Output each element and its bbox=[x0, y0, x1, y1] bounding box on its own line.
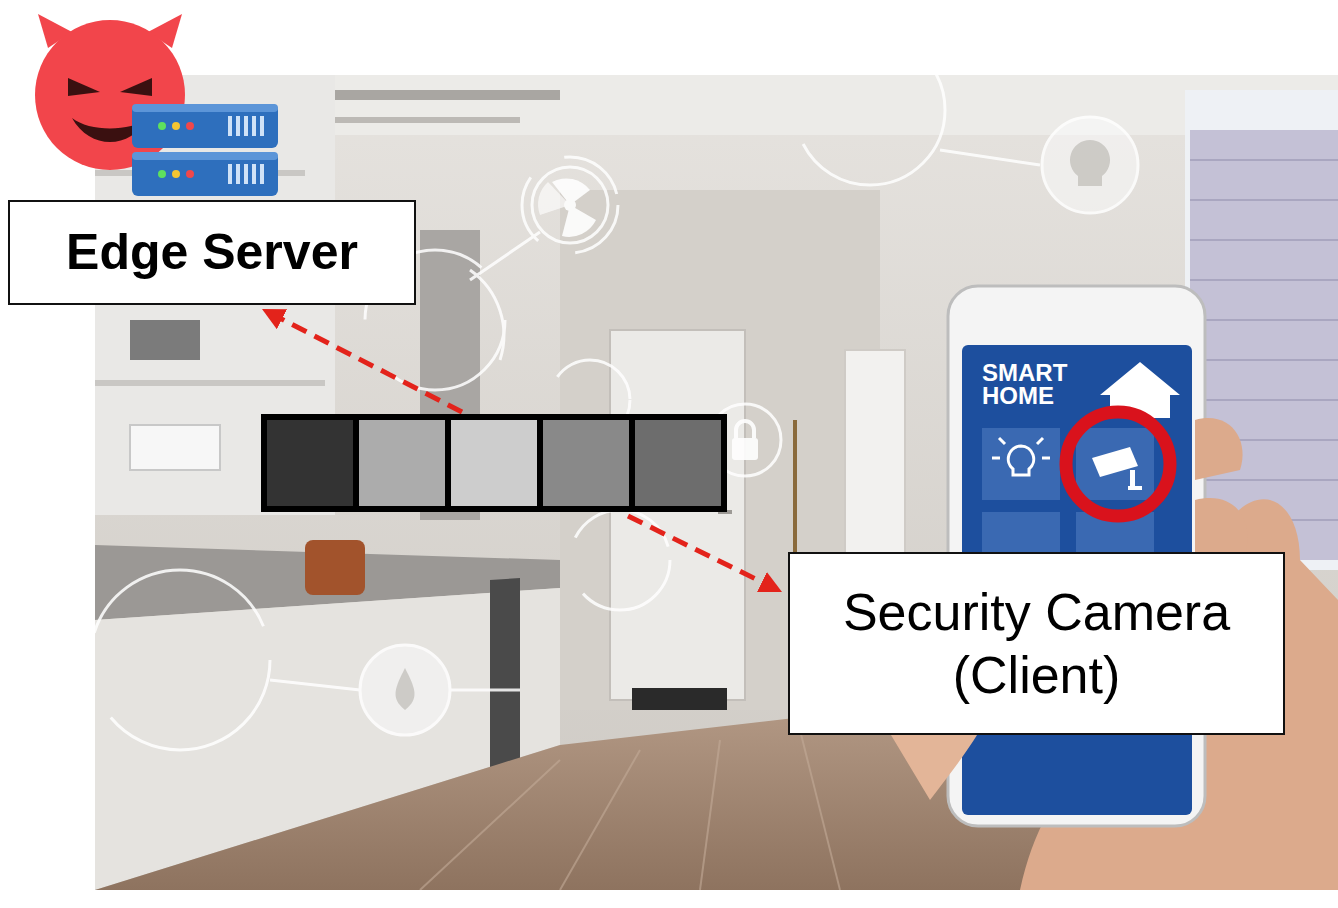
dashed-arrow bbox=[266, 311, 462, 412]
text-group: Security Camera (Client) bbox=[807, 581, 1267, 706]
highlight-circle bbox=[1066, 412, 1170, 516]
tile bbox=[1076, 428, 1154, 500]
node-text: Security Camera (Client) bbox=[807, 581, 1267, 706]
bulb-icon bbox=[992, 438, 1050, 475]
camera-icon bbox=[1092, 447, 1142, 490]
shelf bbox=[95, 380, 325, 386]
tile bbox=[982, 428, 1060, 500]
server-icon bbox=[132, 104, 278, 196]
screen-title: SMART HOME bbox=[982, 362, 1082, 408]
node-text: Edge Server bbox=[66, 225, 358, 280]
plates bbox=[130, 425, 220, 470]
client-label-box: Security Camera (Client) bbox=[788, 552, 1285, 735]
dashed-arrow bbox=[628, 516, 778, 590]
text-group: Edge Server bbox=[66, 225, 358, 280]
duct bbox=[330, 90, 560, 100]
doormat bbox=[632, 688, 727, 710]
cups bbox=[130, 320, 200, 360]
duct bbox=[330, 117, 520, 123]
vase bbox=[305, 540, 365, 595]
oven bbox=[490, 578, 520, 770]
feature-vector bbox=[264, 417, 724, 509]
wall bbox=[95, 75, 1338, 890]
blind-slats bbox=[1190, 160, 1338, 520]
window bbox=[1185, 90, 1338, 570]
server-label-box: Edge Server bbox=[8, 200, 416, 305]
kitchen-photo bbox=[95, 75, 1338, 890]
floor-boards bbox=[420, 730, 840, 890]
blinds bbox=[1190, 130, 1338, 560]
